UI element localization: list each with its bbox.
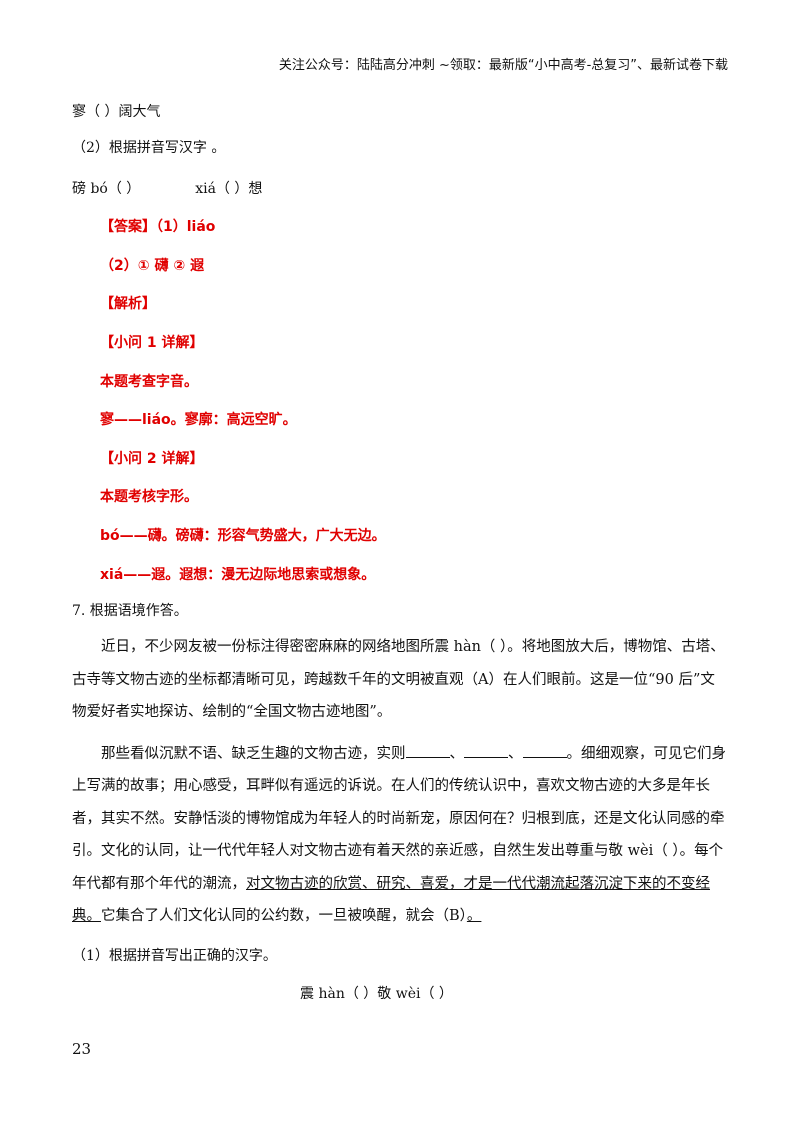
answer-line-2: （2）① 礴 ② 遐 bbox=[100, 258, 205, 274]
blank-separator: 、 bbox=[449, 745, 465, 762]
q7-sub1: （1）根据拼音写出正确的汉字。 bbox=[72, 948, 277, 964]
p2-text-b: 。细细观察，可见它们身上写满的故事；用心感受，耳畔似有遥远的诉说。在人们的传统认… bbox=[72, 745, 726, 892]
page-header: 关注公众号：陆陆高分冲刺 ~领取：最新版“小中高考-总复习”、最新试卷下载 bbox=[278, 58, 728, 73]
blank-2[interactable] bbox=[464, 743, 508, 758]
sub1-title: 【小问 1 详解】 bbox=[100, 335, 204, 351]
q7-paragraph-1: 近日，不少网友被一份标注得密密麻麻的网络地图所震 hàn（ ）。将地图放大后，博… bbox=[72, 639, 725, 720]
q7-title: 7. 根据语境作答。 bbox=[72, 603, 188, 619]
page-number: 23 bbox=[72, 1040, 92, 1058]
q2-prompt: （2）根据拼音写汉字 。 bbox=[72, 140, 226, 156]
sub1-line-1: 本题考查字音。 bbox=[100, 374, 198, 390]
sub2-line-3: xiá——遐。遐想：漫无边际地思索或想象。 bbox=[100, 567, 376, 583]
p2-text-a: 那些看似沉默不语、缺乏生趣的文物古迹，实则 bbox=[101, 745, 406, 762]
p2-text-c: 它集合了人们文化认同的公约数，一旦被唤醒，就会（B） bbox=[101, 908, 467, 924]
sub2-line-1: 本题考核字形。 bbox=[100, 489, 198, 505]
q2-pinyin-bo: 磅 bó（ ） bbox=[72, 181, 141, 197]
blank-3[interactable] bbox=[522, 743, 567, 758]
analysis-title: 【解析】 bbox=[100, 296, 156, 312]
blank-separator: 、 bbox=[508, 745, 523, 762]
sub1-line-2: 寥——liáo。寥廓：高远空旷。 bbox=[100, 412, 297, 428]
underlined-period: 。 bbox=[466, 908, 482, 924]
q2-pinyin-line: 磅 bó（ ） xiá（ ）想 bbox=[72, 178, 262, 198]
sub2-line-2: bó——礴。磅礴：形容气势盛大，广大无边。 bbox=[100, 528, 386, 544]
blank-1[interactable] bbox=[405, 743, 450, 758]
q7-paragraph-2: 那些看似沉默不语、缺乏生趣的文物古迹，实则 、 、。细细观察，可见它们身上写满的故事… bbox=[72, 738, 728, 933]
answer-line-1: 【答案】（1）liáo bbox=[100, 219, 216, 235]
liao-word-line: 寥（ ）阔大气 bbox=[72, 101, 160, 121]
q7-passage: 近日，不少网友被一份标注得密密麻麻的网络地图所震 hàn（ ）。将地图放大后，博… bbox=[72, 631, 728, 933]
underlined-sentence: 对文物古迹的欣赏、研究、喜爱，才是一代代潮流起落沉淀下来的不变经典。 bbox=[72, 875, 710, 925]
sub2-title: 【小问 2 详解】 bbox=[100, 451, 204, 467]
q2-pinyin-xia: xiá（ ）想 bbox=[195, 181, 263, 197]
q7-sub1-pinyin: 震 hàn（ ）敬 wèi（ ） bbox=[300, 986, 453, 1002]
liao-word-text: 寥（ ）阔大气 bbox=[72, 104, 161, 120]
